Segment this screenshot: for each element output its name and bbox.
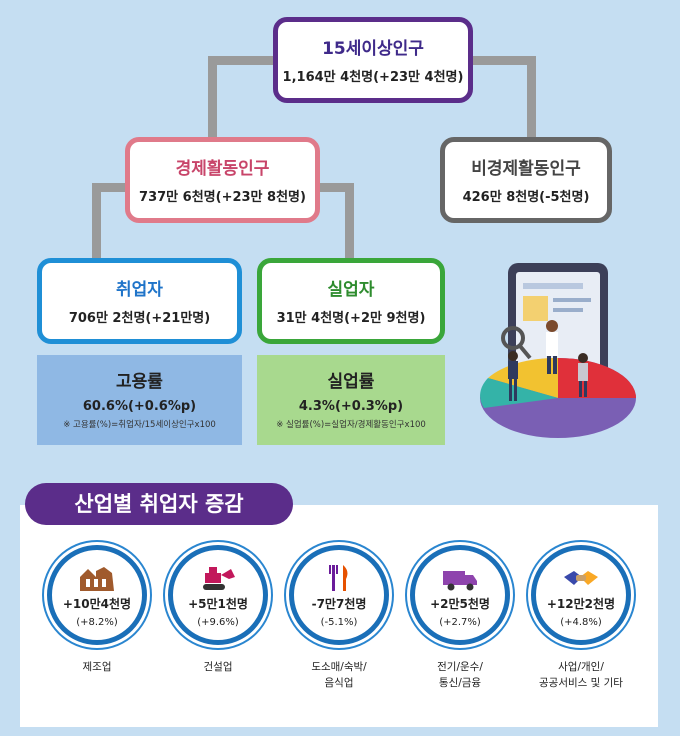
truck-icon [415,563,505,593]
industry-item: +10만4천명 (+8.2%) 제조업 [41,545,153,675]
unemployment-rate-title: 실업률 [327,372,375,392]
employment-rate-title: 고용률 [116,372,163,392]
population-node: 15세이상인구 1,164만 4천명(+23만 4천명) [273,17,473,103]
industry-percent: (+9.6%) [197,617,239,628]
industry-change: -7만7천명 [311,597,367,611]
unemployment-rate-note: ※ 실업률(%)=실업자/경제활동인구x100 [276,420,426,430]
connector [92,183,132,192]
employment-rate-note: ※ 고용률(%)=취업자/15세이상인구x100 [63,420,216,430]
factory-icon [52,563,142,593]
excavator-icon [173,563,263,593]
connector [527,56,536,140]
industry-percent: (+2.7%) [439,617,481,628]
industry-label: 도소매/숙박/ 음식업 [311,661,367,689]
industry-percent: (-5.1%) [320,617,358,628]
connector [470,56,536,65]
active-population-title: 경제활동인구 [175,159,270,179]
industry-item: +2만5천명 (+2.7%) 전기/운수/ 통신/금융 [404,545,516,691]
employment-rate-box: 고용률 60.6%(+0.6%p) ※ 고용률(%)=취업자/15세이상인구x1… [37,355,242,445]
fork-knife-icon [294,563,384,593]
person-icon [578,353,588,363]
industry-ring: +12만2천명 (+4.8%) [531,545,631,645]
employment-rate-value: 60.6%(+0.6%p) [82,399,197,414]
magnifier-icon [501,326,525,350]
industry-label: 전기/운수/ 통신/금융 [437,661,483,689]
industry-item: -7만7천명 (-5.1%) 도소매/숙박/ 음식업 [283,545,395,691]
connector [314,183,354,192]
unemployment-rate-box: 실업률 4.3%(+0.3%p) ※ 실업률(%)=실업자/경제활동인구x100 [257,355,445,445]
connector [208,56,217,140]
connector [92,183,101,261]
industry-label: 사업/개인/ 공공서비스 및 기타 [539,661,623,689]
industry-item: +12만2천명 (+4.8%) 사업/개인/ 공공서비스 및 기타 [525,545,637,691]
business-illustration [480,263,636,438]
person-icon [546,320,558,332]
active-population-node: 경제활동인구 737만 6천명(+23만 8천명) [125,137,320,223]
industry-change: +12만2천명 [546,597,616,611]
industry-change: +5만1천명 [188,597,248,611]
person-icon [508,351,518,361]
connector [345,183,354,261]
industry-ring: +5만1천명 (+9.6%) [168,545,268,645]
employed-title: 취업자 [116,280,163,300]
industry-ring: +2만5천명 (+2.7%) [410,545,510,645]
connector [208,56,278,65]
inactive-population-title: 비경제활동인구 [471,159,581,179]
industry-ring: -7만7천명 (-5.1%) [289,545,389,645]
industry-ring: +10만4천명 (+8.2%) [47,545,147,645]
handshake-icon [536,563,626,593]
industry-percent: (+8.2%) [76,617,118,628]
active-population-value: 737만 6천명(+23만 8천명) [139,190,306,205]
industry-change: +10만4천명 [62,597,132,611]
unemployed-title: 실업자 [327,280,375,300]
population-title: 15세이상인구 [322,39,424,59]
unemployment-rate-value: 4.3%(+0.3%p) [298,399,404,414]
employed-value: 706만 2천명(+21만명) [68,311,211,326]
industry-item: +5만1천명 (+9.6%) 건설업 [162,545,274,675]
industry-label: 건설업 [203,661,233,673]
inactive-population-value: 426만 8천명(-5천명) [462,190,590,205]
employed-node: 취업자 706만 2천명(+21만명) [37,258,242,344]
section-title: 산업별 취업자 증감 [25,483,293,525]
industry-label: 제조업 [82,661,112,673]
inactive-population-node: 비경제활동인구 426만 8천명(-5천명) [440,137,612,223]
industry-percent: (+4.8%) [560,617,602,628]
industry-change: +2만5천명 [430,597,490,611]
unemployed-node: 실업자 31만 4천명(+2만 9천명) [257,258,445,344]
population-value: 1,164만 4천명(+23만 4천명) [282,70,464,85]
unemployed-value: 31만 4천명(+2만 9천명) [276,311,426,326]
